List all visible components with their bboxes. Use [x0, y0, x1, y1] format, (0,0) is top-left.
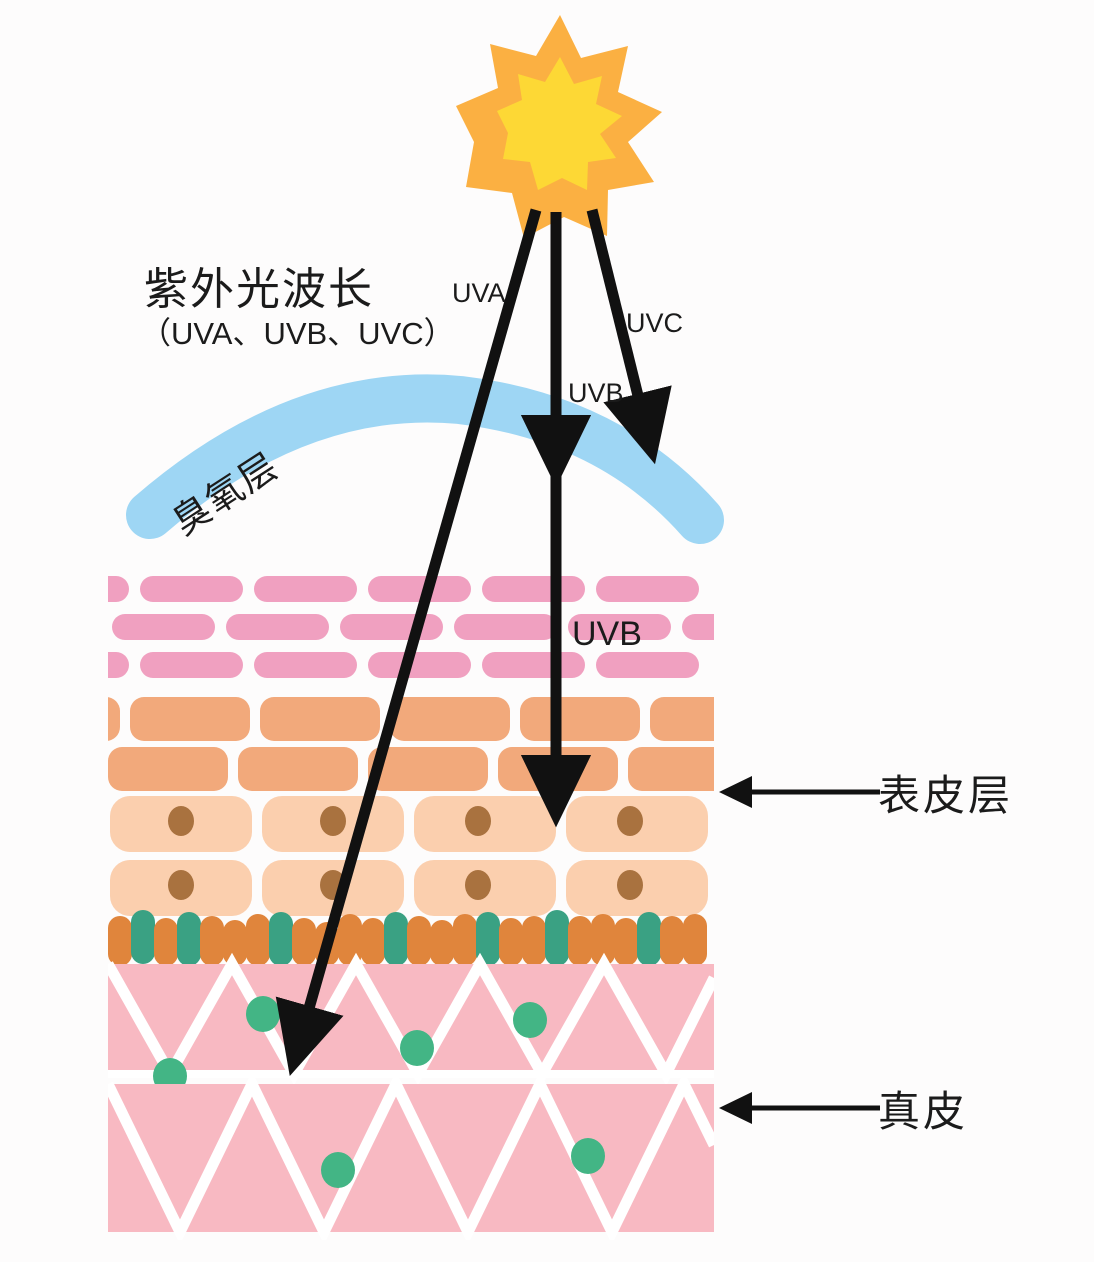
dermis-cell [153, 996, 547, 1094]
page-title: 紫外光波长 [144, 265, 374, 314]
page-subtitle: （UVA、UVB、UVC） [140, 316, 455, 351]
ray-label-uvb-deep: UVB [572, 615, 642, 653]
label-dermis: 真皮 [878, 1088, 969, 1135]
dermis-band-upper [108, 952, 714, 1094]
sun-inner-star [497, 57, 622, 190]
ray-uvc [586, 208, 672, 465]
basal-layer [108, 910, 707, 966]
dermis-cell [321, 1138, 605, 1188]
granular-layer [108, 697, 714, 791]
ray-label-uva: UVA [452, 278, 506, 308]
stratum-corneum-layer [108, 576, 714, 678]
dermis-band-lower [108, 1071, 714, 1240]
spinous-cell-layer [110, 796, 708, 916]
cell-nucleus [168, 806, 643, 900]
ray-label-uvc: UVC [626, 308, 684, 338]
label-epidermis: 表皮层 [878, 772, 1014, 819]
ray-label-uvb: UVB [568, 378, 624, 408]
ray-uva [275, 208, 542, 1076]
